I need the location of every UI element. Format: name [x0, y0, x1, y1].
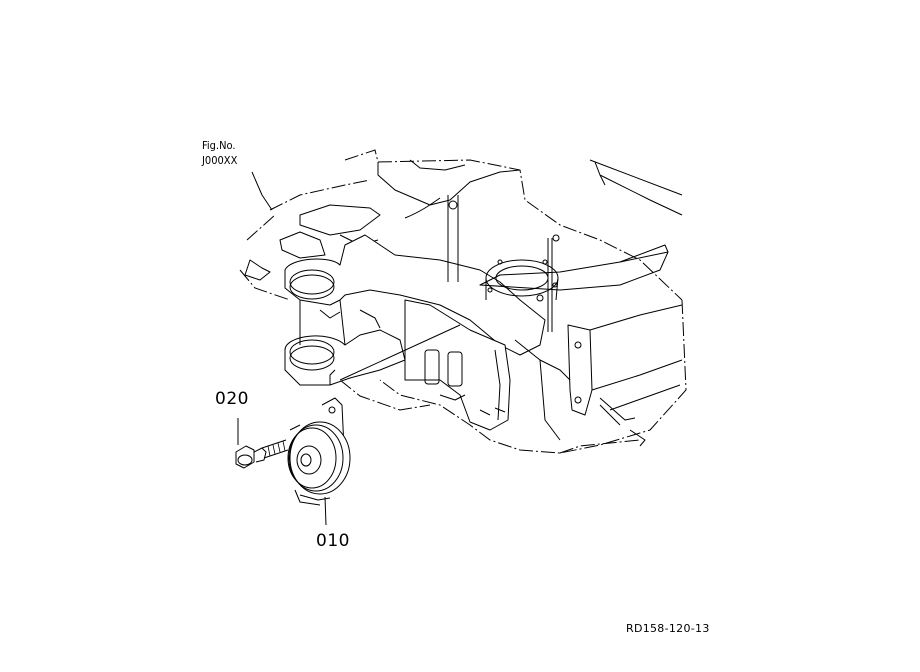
upper-deck — [244, 159, 521, 281]
frame-outline — [239, 149, 687, 454]
part-number-020: 020 — [215, 389, 249, 409]
reference-code: RD158-120-13 — [626, 622, 710, 635]
fig-number: J000XX — [202, 154, 238, 167]
boom-bracket — [284, 234, 546, 386]
bolt-020 — [235, 418, 289, 469]
part-number-010: 010 — [316, 531, 350, 551]
column-and-ring — [404, 195, 560, 332]
horn-010 — [287, 397, 351, 526]
leader-lines — [251, 171, 461, 381]
side-beam — [479, 159, 683, 291]
fig-label: Fig.No. — [202, 139, 236, 152]
lower-frame — [404, 299, 683, 447]
